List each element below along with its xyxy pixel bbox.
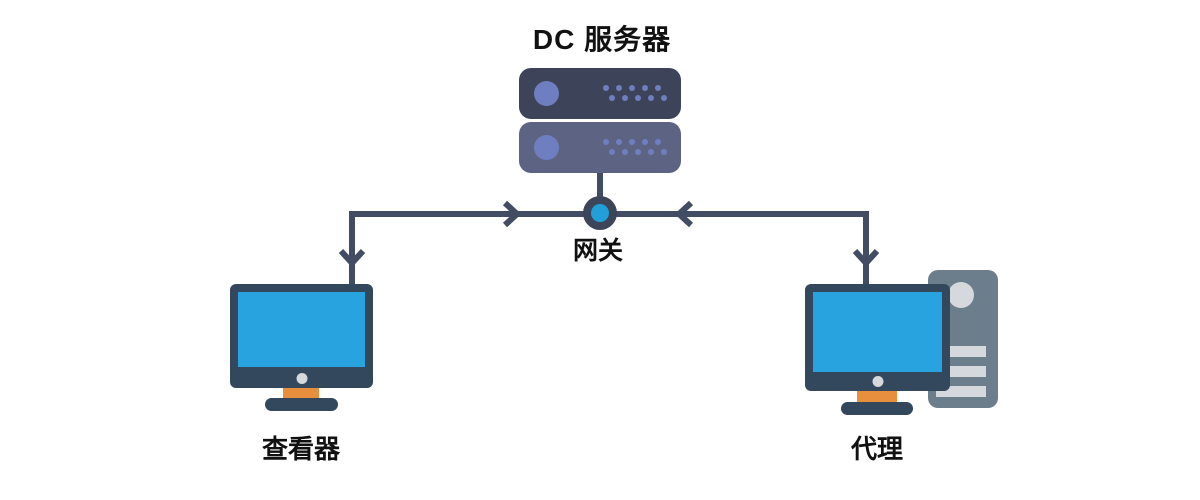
arrow-right-icon bbox=[502, 200, 522, 228]
drive-light-icon bbox=[534, 81, 559, 106]
monitor-frame bbox=[230, 284, 373, 388]
drive-light-icon bbox=[534, 135, 559, 160]
monitor-screen bbox=[813, 292, 942, 372]
drive-slot bbox=[936, 366, 986, 377]
monitor-base bbox=[265, 398, 338, 411]
agent-label: 代理 bbox=[850, 434, 904, 464]
monitor-base bbox=[841, 402, 913, 415]
monitor-stand bbox=[283, 388, 319, 400]
gateway-node-icon bbox=[583, 196, 617, 230]
server-unit bbox=[519, 122, 681, 173]
camera-dot-icon bbox=[872, 376, 883, 387]
pc-tower-icon bbox=[928, 270, 998, 408]
server-unit bbox=[519, 68, 681, 119]
monitor-frame bbox=[805, 284, 950, 391]
gateway-label: 网关 bbox=[572, 237, 624, 265]
monitor-screen bbox=[238, 292, 365, 367]
edge-viewer-gateway bbox=[349, 211, 600, 286]
vent-dots-icon bbox=[603, 139, 667, 155]
drive-slot bbox=[936, 346, 986, 357]
arrow-down-icon bbox=[338, 248, 366, 268]
monitor-stand bbox=[857, 391, 897, 403]
edge-agent-gateway bbox=[600, 211, 869, 286]
vent-dots-icon bbox=[603, 85, 667, 101]
arrow-down-icon bbox=[852, 248, 880, 268]
camera-dot-icon bbox=[296, 373, 307, 384]
gateway-core-icon bbox=[591, 204, 609, 222]
drive-slot bbox=[936, 386, 986, 397]
server-label: DC 服务器 bbox=[532, 24, 672, 55]
arrow-left-icon bbox=[674, 200, 694, 228]
viewer-label: 查看器 bbox=[261, 434, 341, 464]
power-button-icon bbox=[948, 282, 974, 308]
